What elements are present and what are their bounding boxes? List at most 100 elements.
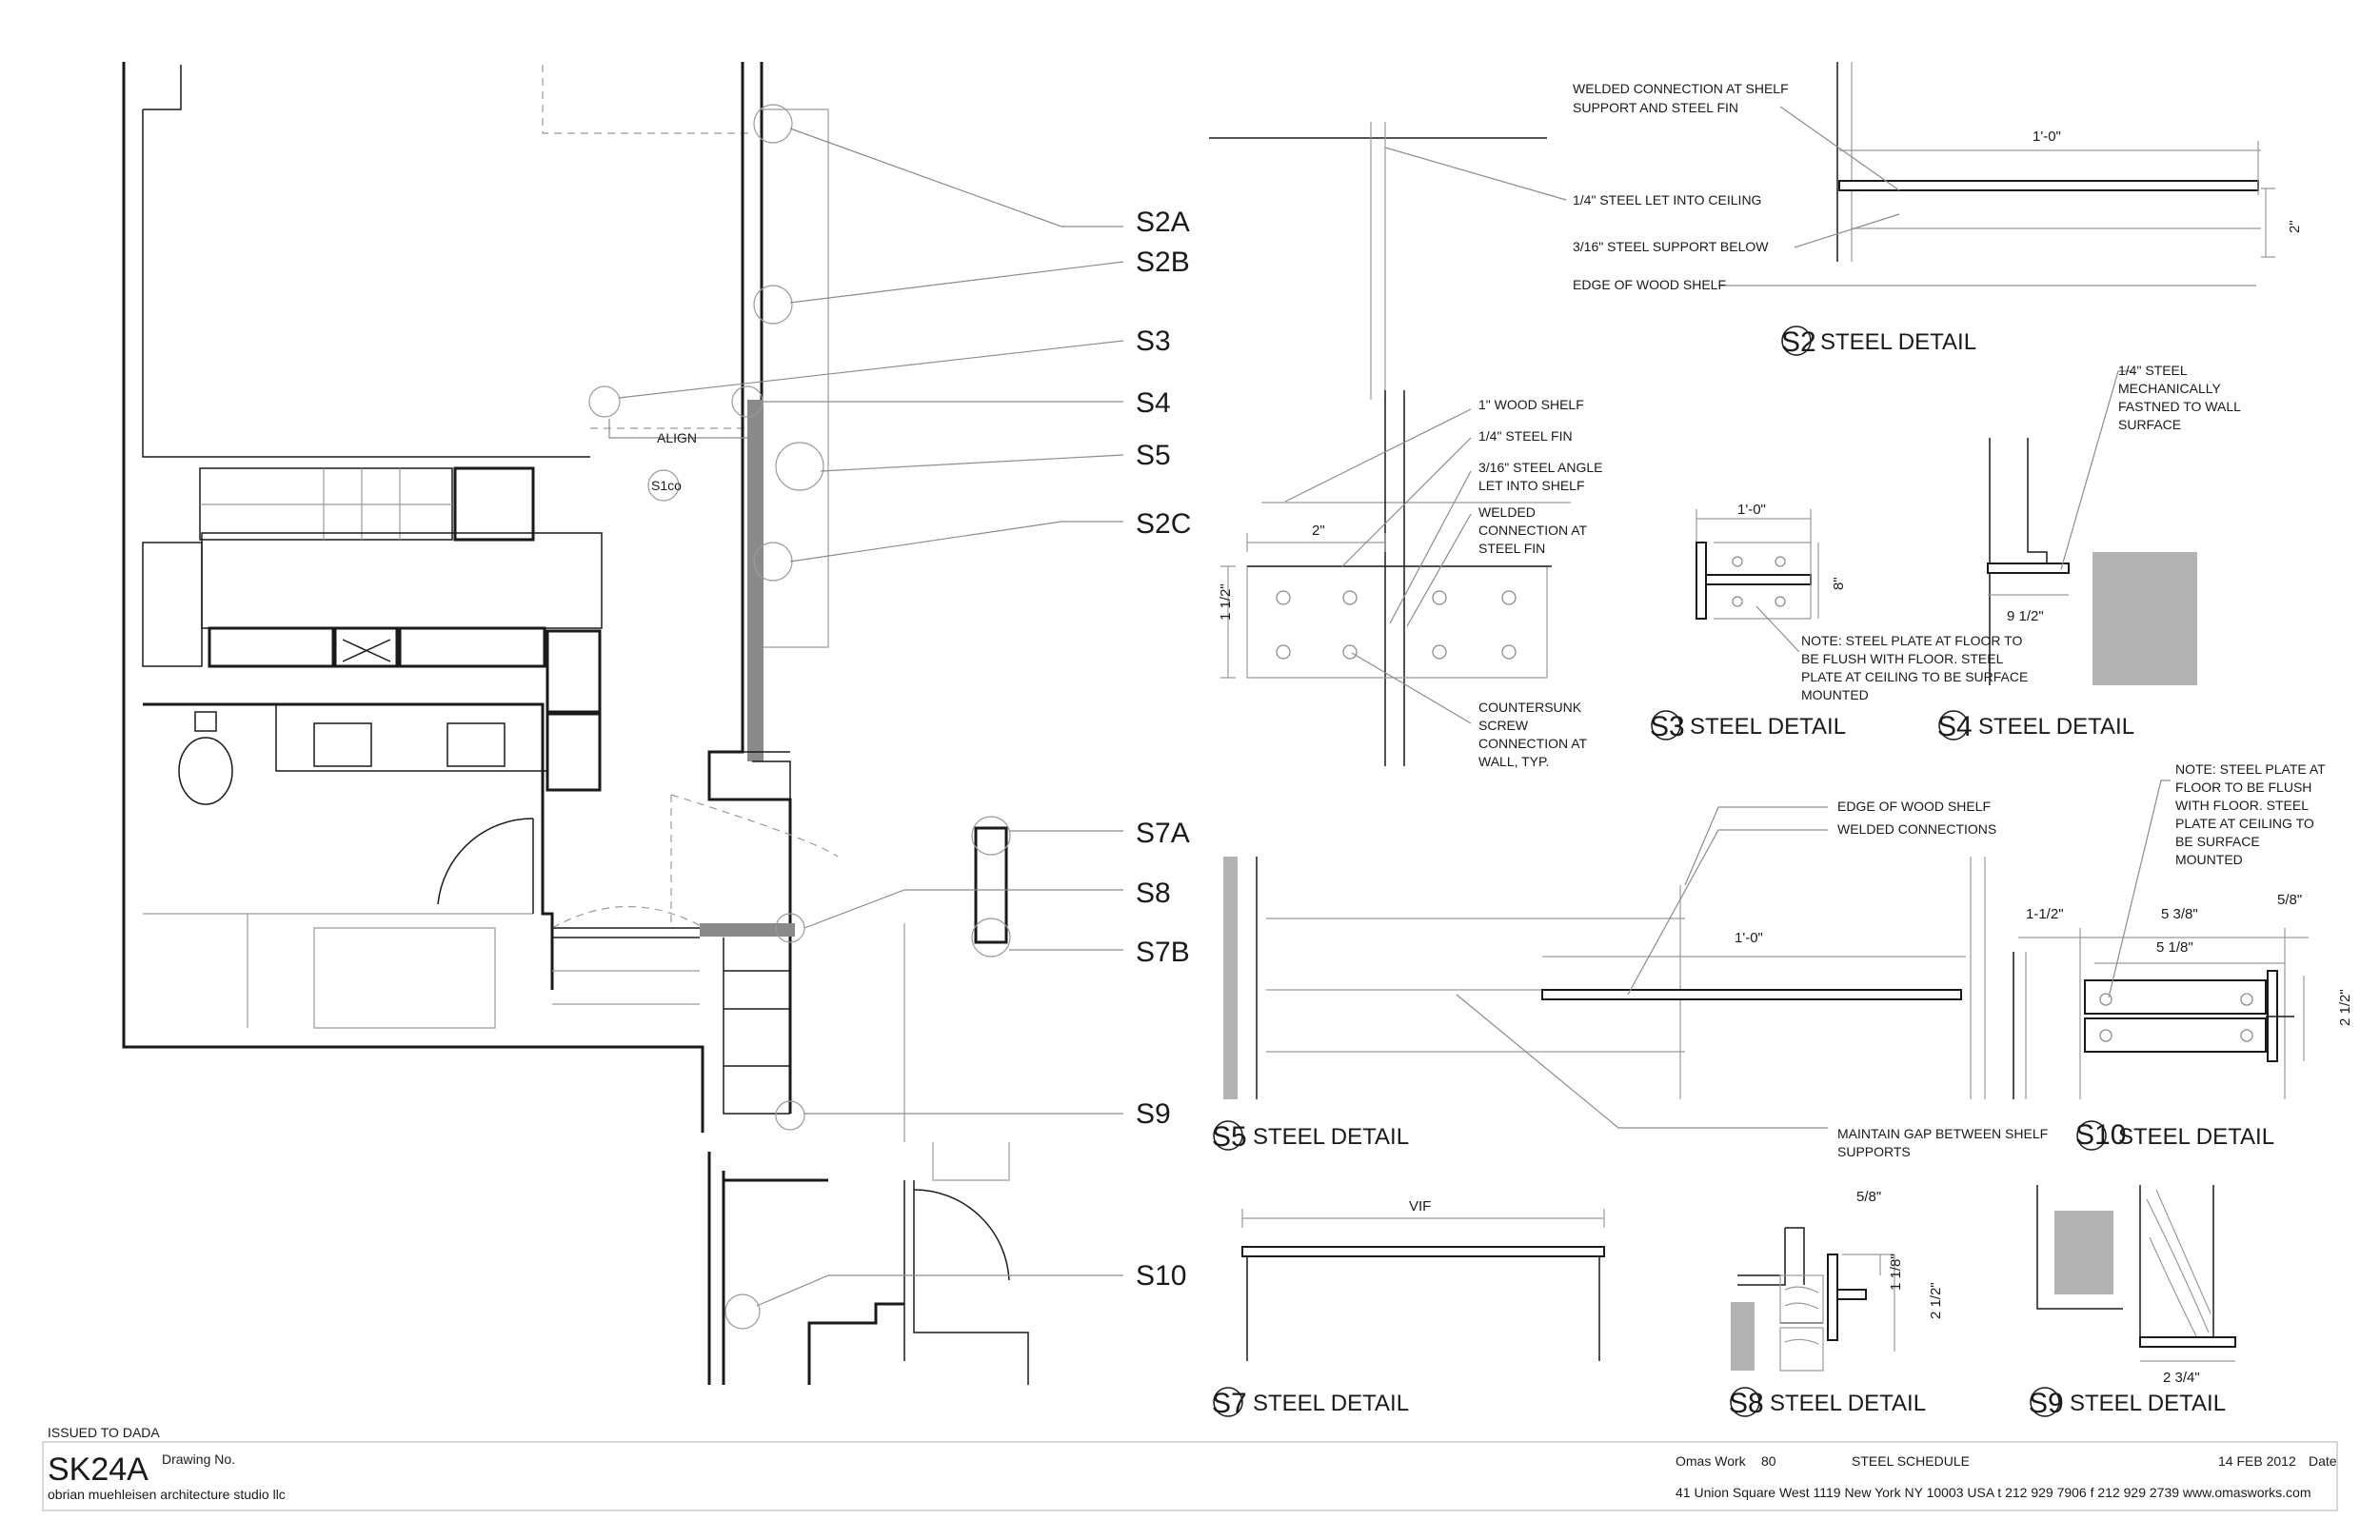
s8-dim-b: 1 1/8"	[1888, 1254, 1904, 1291]
s4-dim-a: 1'-0"	[1737, 502, 1766, 518]
plan-island	[201, 532, 603, 629]
callout-s7a: S7A	[1136, 818, 1190, 849]
s8-dim-a: 5/8"	[1856, 1189, 1881, 1205]
s3-hole-7	[1432, 644, 1447, 660]
s2-dim-a: 1'-0"	[2033, 128, 2061, 145]
plan-tall-1	[545, 629, 602, 714]
s10-hole-2	[2240, 993, 2253, 1006]
s5-note-3: MAINTAIN GAP BETWEEN SHELF	[1837, 1126, 2048, 1141]
s2-leader-support	[1794, 213, 1900, 248]
s8-dims	[1842, 1254, 1895, 1352]
callout-s9: S9	[1136, 1098, 1171, 1130]
plan-toilet	[178, 737, 233, 805]
firm-name: obrian muehleisen architecture studio ll…	[48, 1487, 286, 1502]
s9-gray-block	[2054, 1211, 2113, 1294]
plan-s7b-bubble	[971, 918, 1011, 958]
plan-s7a-bubble	[971, 816, 1011, 856]
s3-dim-b: 1 1/2"	[1218, 583, 1234, 621]
align-leader	[608, 419, 762, 439]
title-block-frame	[42, 1441, 2338, 1511]
s10-title: STEEL DETAIL	[2118, 1124, 2274, 1150]
s7-dim-line	[1241, 1209, 1605, 1228]
s2-dim-lines	[1839, 141, 2261, 229]
plan-cabinet-grid	[200, 468, 452, 540]
s3-hole-8	[1501, 644, 1517, 660]
s10-note-5: BE SURFACE	[2175, 834, 2260, 849]
plan-sink-1	[313, 722, 372, 767]
s3-dim-side	[1220, 565, 1236, 679]
s8-tab	[1836, 1289, 1867, 1300]
callout-s7b: S7B	[1136, 937, 1190, 968]
s4-flange	[1696, 542, 1707, 620]
plan-lower-jog	[807, 1302, 904, 1385]
s2-leader-ceiling	[1384, 147, 1567, 201]
s10-plate-2	[2084, 1017, 2267, 1053]
s10-dim-lines	[2018, 937, 2309, 964]
s3-note-1: 1" WOOD SHELF	[1478, 397, 1584, 412]
s4-note-8: MOUNTED	[1801, 687, 1869, 702]
s10-dim-a: 1-1/2"	[2026, 906, 2064, 922]
detail-s5: 1'-0" EDGE OF WOOD SHELF WELDED CONNECTI…	[1212, 799, 2048, 1159]
s3-hole-4	[1501, 590, 1517, 605]
s4-steel-plate	[1987, 563, 2070, 574]
s2-steel-plate	[1838, 180, 2259, 191]
s3-title-bubble	[1651, 710, 1681, 740]
s3-leader-fin	[1341, 437, 1472, 567]
s8-wood-2	[1779, 1327, 1824, 1372]
plan-wall-lower	[707, 400, 792, 1114]
detail-s4-section: 1'-0" 8" NOTE: STEEL PLATE AT FLOOR TO B…	[1650, 502, 2028, 742]
s3-dim-top	[1246, 533, 1386, 552]
plan-lower-door	[903, 1180, 1029, 1385]
s7-title-num: S7	[1212, 1388, 1247, 1419]
detail-s10: NOTE: STEEL PLATE AT FLOOR TO BE FLUSH W…	[2013, 761, 2353, 1151]
s4-leader-steel	[2060, 370, 2132, 570]
plan-bath-wall	[143, 702, 554, 990]
s4-leader-note	[1755, 605, 1800, 653]
s10-leader-note	[2108, 780, 2171, 998]
plan-tall-2	[545, 712, 602, 792]
plan-exterior-wall	[122, 62, 704, 1133]
s3-leader-angle	[1389, 470, 1472, 624]
callout-bubble-s5	[775, 442, 824, 491]
s4-dim-c: 9 1/2"	[2007, 608, 2044, 624]
s5-outline	[1266, 857, 1986, 1099]
s4-note-5: NOTE: STEEL PLATE AT FLOOR TO	[1801, 633, 2022, 648]
issued-note: ISSUED TO DADA	[48, 1425, 160, 1440]
s5-title-num: S5	[1212, 1121, 1247, 1153]
plan-appliance-x	[342, 639, 391, 662]
project-name: Omas Work	[1676, 1453, 1747, 1469]
s10-note-4: PLATE AT CEILING TO	[2175, 816, 2314, 831]
issue-date: 14 FEB 2012	[2218, 1453, 2296, 1469]
s8-title: STEEL DETAIL	[1770, 1391, 1926, 1416]
s4-note-1: 1/4" STEEL	[2118, 363, 2188, 378]
callout-bubble-s3	[588, 385, 621, 418]
s4-outline	[1714, 542, 1812, 620]
s10-dim-d: 5 1/8"	[2156, 939, 2193, 956]
s4-note-3: FASTNED TO WALL	[2118, 399, 2241, 414]
leader-s5	[820, 454, 1124, 472]
date-label: Date	[2309, 1453, 2337, 1469]
detail-s9: 2 3/4" S9 STEEL DETAIL	[2029, 1185, 2236, 1419]
s9-wall	[2139, 1185, 2214, 1342]
s10-note-2: FLOOR TO BE FLUSH	[2175, 780, 2311, 795]
s2-leader-weld	[1779, 106, 1900, 191]
plan-lower-swing	[913, 1189, 1010, 1281]
s4-title-num: S4	[1937, 711, 1973, 742]
s2-note-2: SUPPORT AND STEEL FIN	[1573, 100, 1738, 115]
callout-s3: S3	[1136, 326, 1171, 357]
detail-s4-wall: 1/4" STEEL MECHANICALLY FASTNED TO WALL …	[1937, 363, 2241, 742]
s5-title: STEEL DETAIL	[1253, 1124, 1409, 1150]
s8-dim-c: 2 1/2"	[1928, 1282, 1944, 1319]
s3-hole-3	[1432, 590, 1447, 605]
s9-title-bubble	[2030, 1387, 2060, 1417]
s3-note-7: STEEL FIN	[1478, 541, 1545, 556]
s3-title: STEEL DETAIL	[1690, 714, 1846, 740]
s4-web	[1705, 574, 1812, 585]
s8-wood-grain	[1784, 1286, 1819, 1345]
plan-closet-shelves	[723, 938, 790, 1115]
plan-steel-plate	[700, 923, 795, 937]
s3-note-2: 1/4" STEEL FIN	[1478, 428, 1573, 444]
s4-hole-2	[1775, 556, 1786, 567]
s5-leader-weld	[1627, 829, 1828, 996]
plan-lower-cabinet	[932, 1142, 1010, 1181]
